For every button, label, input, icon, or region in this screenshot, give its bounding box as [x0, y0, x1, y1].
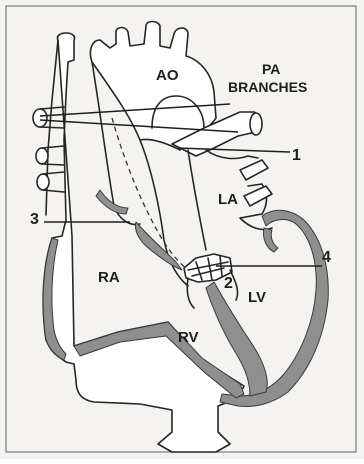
marker-3: 3	[30, 211, 39, 228]
ra-septum-wall	[135, 222, 182, 270]
la-vein-stub-1	[240, 160, 268, 180]
la-vein-stub-2	[244, 186, 272, 206]
marker-4: 4	[322, 249, 331, 266]
vein-stub-1	[33, 109, 47, 127]
label-lv: LV	[248, 289, 266, 306]
vein-stub-3	[37, 174, 49, 190]
pa-branch-end	[250, 113, 262, 135]
label-rv: RV	[178, 329, 199, 346]
marker-2: 2	[224, 275, 233, 292]
label-la: LA	[218, 191, 238, 208]
lv-upper-lip	[263, 228, 278, 252]
label-pa: PA	[262, 61, 280, 77]
label-ao: AO	[156, 67, 179, 84]
valve-leaflet-left	[187, 278, 194, 308]
marker-1: 1	[292, 147, 301, 164]
label-branches: BRANCHES	[228, 79, 307, 95]
label-ra: RA	[98, 269, 120, 286]
lv-outer-wall	[220, 210, 328, 406]
vein-stub-2	[36, 148, 48, 164]
aorta-root-right	[188, 150, 206, 250]
